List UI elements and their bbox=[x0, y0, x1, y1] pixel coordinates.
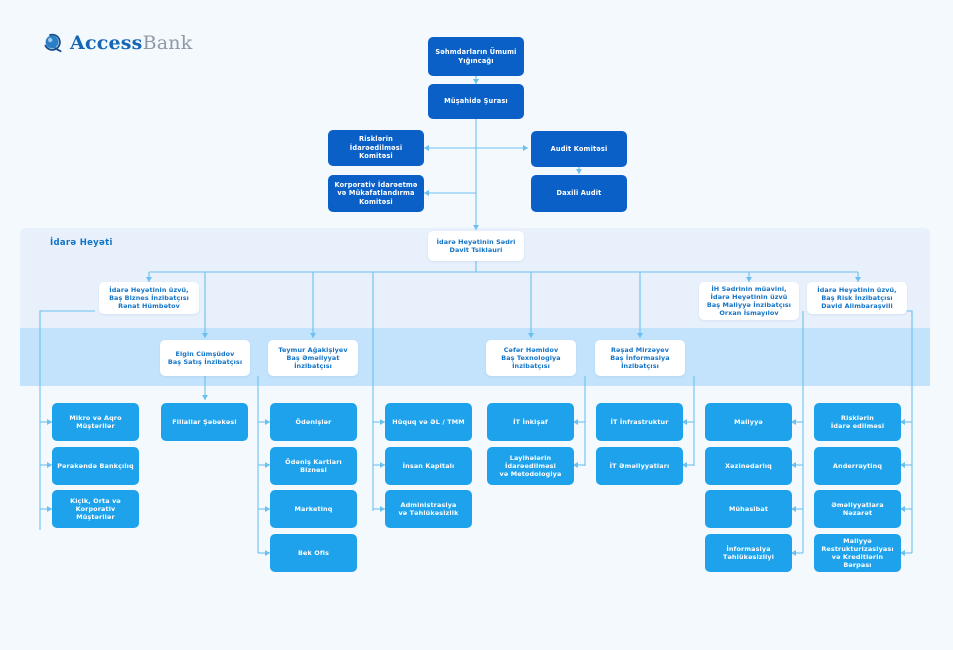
node-executive-cso[interactable]: Elgin Cümşüdov Baş Satış İnzibatçısı bbox=[160, 340, 250, 376]
node-dept-risk-management[interactable]: Risklərin İdarə edilməsi bbox=[814, 403, 901, 441]
node-dept-treasury[interactable]: Xəzinədarlıq bbox=[705, 447, 792, 485]
node-board-member-cbo[interactable]: İdarə Heyətinin üzvü, Baş Biznes İnzibat… bbox=[99, 282, 199, 314]
node-dept-back-office[interactable]: Bek Ofis bbox=[270, 534, 357, 572]
node-dept-payment-cards[interactable]: Ödəniş Kartları Biznesi bbox=[270, 447, 357, 485]
brand-name-primary: Access bbox=[70, 32, 143, 54]
node-dept-legal-aml[interactable]: Hüquq və ƏL / TMM bbox=[385, 403, 472, 441]
globe-swoosh-icon bbox=[42, 32, 64, 54]
node-dept-financial-restructuring[interactable]: Maliyyə Restrukturizasiyası və Kreditlər… bbox=[814, 534, 901, 572]
node-board-member-cro[interactable]: İdarə Heyətinin üzvü, Baş Risk İnzibatçı… bbox=[807, 282, 907, 314]
node-dept-project-management[interactable]: Layihələrin İdarəedilməsi və Metodologiy… bbox=[487, 447, 574, 485]
node-executive-cio[interactable]: Rəşad Mirzəyev Baş İnformasiya İnzibatçı… bbox=[595, 340, 685, 376]
node-dept-it-operations[interactable]: İT Əməliyyatları bbox=[596, 447, 683, 485]
node-dept-it-development[interactable]: İT İnkişaf bbox=[487, 403, 574, 441]
node-supervisory-board[interactable]: Müşahidə Şurası bbox=[428, 84, 524, 119]
node-internal-audit[interactable]: Daxili Audit bbox=[531, 175, 627, 212]
node-dept-retail-banking[interactable]: Pərakəndə Bankçılıq bbox=[52, 447, 139, 485]
node-dept-operations-control[interactable]: Əməliyyatlara Nəzarət bbox=[814, 490, 901, 528]
node-board-member-cfo[interactable]: İH Sədrinin müavini, İdarə Heyətinin üzv… bbox=[699, 282, 799, 320]
chairman-name: Davit Tsiklauri bbox=[449, 246, 503, 254]
node-dept-sme-corporate[interactable]: Kiçik, Orta və Korporativ Müştərilər bbox=[52, 490, 139, 528]
node-executive-coo[interactable]: Teymur Ağakişiyev Baş Əməliyyat İnzibatç… bbox=[268, 340, 358, 376]
node-audit-committee[interactable]: Audit Komitəsi bbox=[531, 131, 627, 167]
chairman-title: İdarə Heyətinin Sədri bbox=[436, 237, 516, 246]
node-dept-it-infrastructure[interactable]: İT İnfrastruktur bbox=[596, 403, 683, 441]
node-shareholders-meeting[interactable]: Səhmdarların Ümumi Yığıncağı bbox=[428, 37, 524, 76]
node-corporate-governance-committee[interactable]: Korporativ İdarəetmə və Mükafatlandırma … bbox=[328, 175, 424, 212]
node-dept-marketing[interactable]: Marketinq bbox=[270, 490, 357, 528]
node-dept-information-security[interactable]: İnformasiya Təhlükəsizliyi bbox=[705, 534, 792, 572]
node-executive-cto[interactable]: Cəfər Həmidov Baş Texnologiya İnzibatçıs… bbox=[486, 340, 576, 376]
node-dept-branch-network[interactable]: Filiallar Şəbəkəsi bbox=[161, 403, 248, 441]
management-board-section-label: İdarə Heyəti bbox=[50, 238, 113, 248]
management-board-band-lower bbox=[20, 328, 930, 386]
node-dept-administration-security[interactable]: Administrasiya və Təhlükəsizlik bbox=[385, 490, 472, 528]
node-dept-underwriting[interactable]: Anderraytinq bbox=[814, 447, 901, 485]
node-dept-micro-agro[interactable]: Mikro və Aqro Müştərilər bbox=[52, 403, 139, 441]
node-dept-human-capital[interactable]: İnsan Kapitalı bbox=[385, 447, 472, 485]
node-chairman[interactable]: İdarə Heyətinin Sədri Davit Tsiklauri bbox=[428, 231, 524, 261]
brand-logo[interactable]: AccessBank bbox=[42, 32, 192, 54]
node-risk-management-committee[interactable]: Risklərin İdarəedilməsi Komitəsi bbox=[328, 130, 424, 166]
node-dept-finance[interactable]: Maliyyə bbox=[705, 403, 792, 441]
node-dept-accounting[interactable]: Mühasibat bbox=[705, 490, 792, 528]
node-dept-payments[interactable]: Ödənişlər bbox=[270, 403, 357, 441]
brand-name-secondary: Bank bbox=[142, 32, 193, 54]
